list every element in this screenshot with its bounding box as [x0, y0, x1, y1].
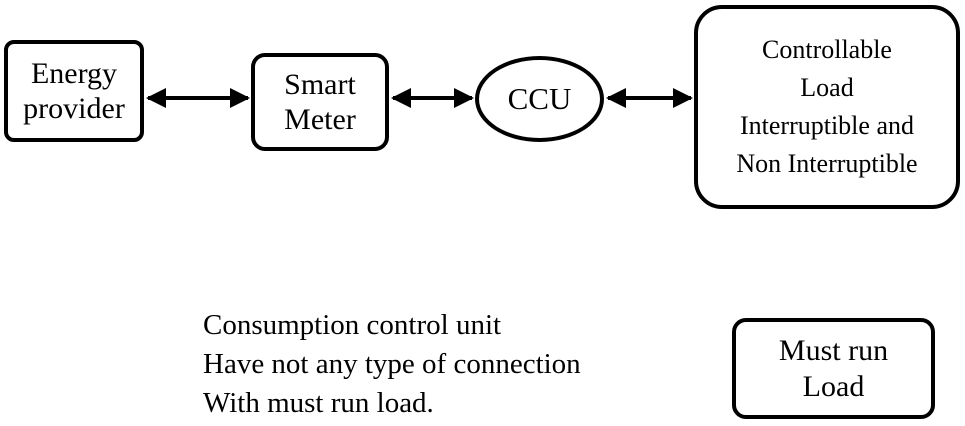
energy-provider-node: Energy provider — [4, 40, 144, 142]
controllable-load-label-line2: Load — [800, 72, 854, 102]
smart-meter-label-line1: Smart — [284, 67, 356, 101]
must-run-load-node: Must run Load — [732, 318, 935, 419]
controllable-load-label-line1: Controllable — [762, 34, 892, 64]
note-line3: With must run load. — [203, 387, 434, 419]
must-run-load-label-line1: Must run — [778, 334, 889, 368]
controllable-load-node: Controllable Load Interruptible and Non … — [694, 5, 960, 209]
controllable-load-label-line4: Non Interruptible — [736, 149, 918, 179]
must-run-load-label-line2: Load — [802, 369, 865, 403]
energy-provider-label-line1: Energy — [30, 56, 118, 90]
smart-meter-node: Smart Meter — [251, 53, 389, 151]
note-line2: Have not any type of connection — [203, 348, 581, 380]
ccu-note: Consumption control unit Have not any ty… — [203, 306, 581, 423]
note-line1: Consumption control unit — [203, 309, 502, 341]
ccu-node: CCU — [475, 56, 604, 142]
smart-meter-label-line2: Meter — [284, 103, 356, 136]
controllable-load-label-line3: Interruptible and — [740, 111, 914, 140]
ccu-label: CCU — [507, 80, 572, 116]
energy-provider-label-line2: provider — [23, 92, 125, 125]
